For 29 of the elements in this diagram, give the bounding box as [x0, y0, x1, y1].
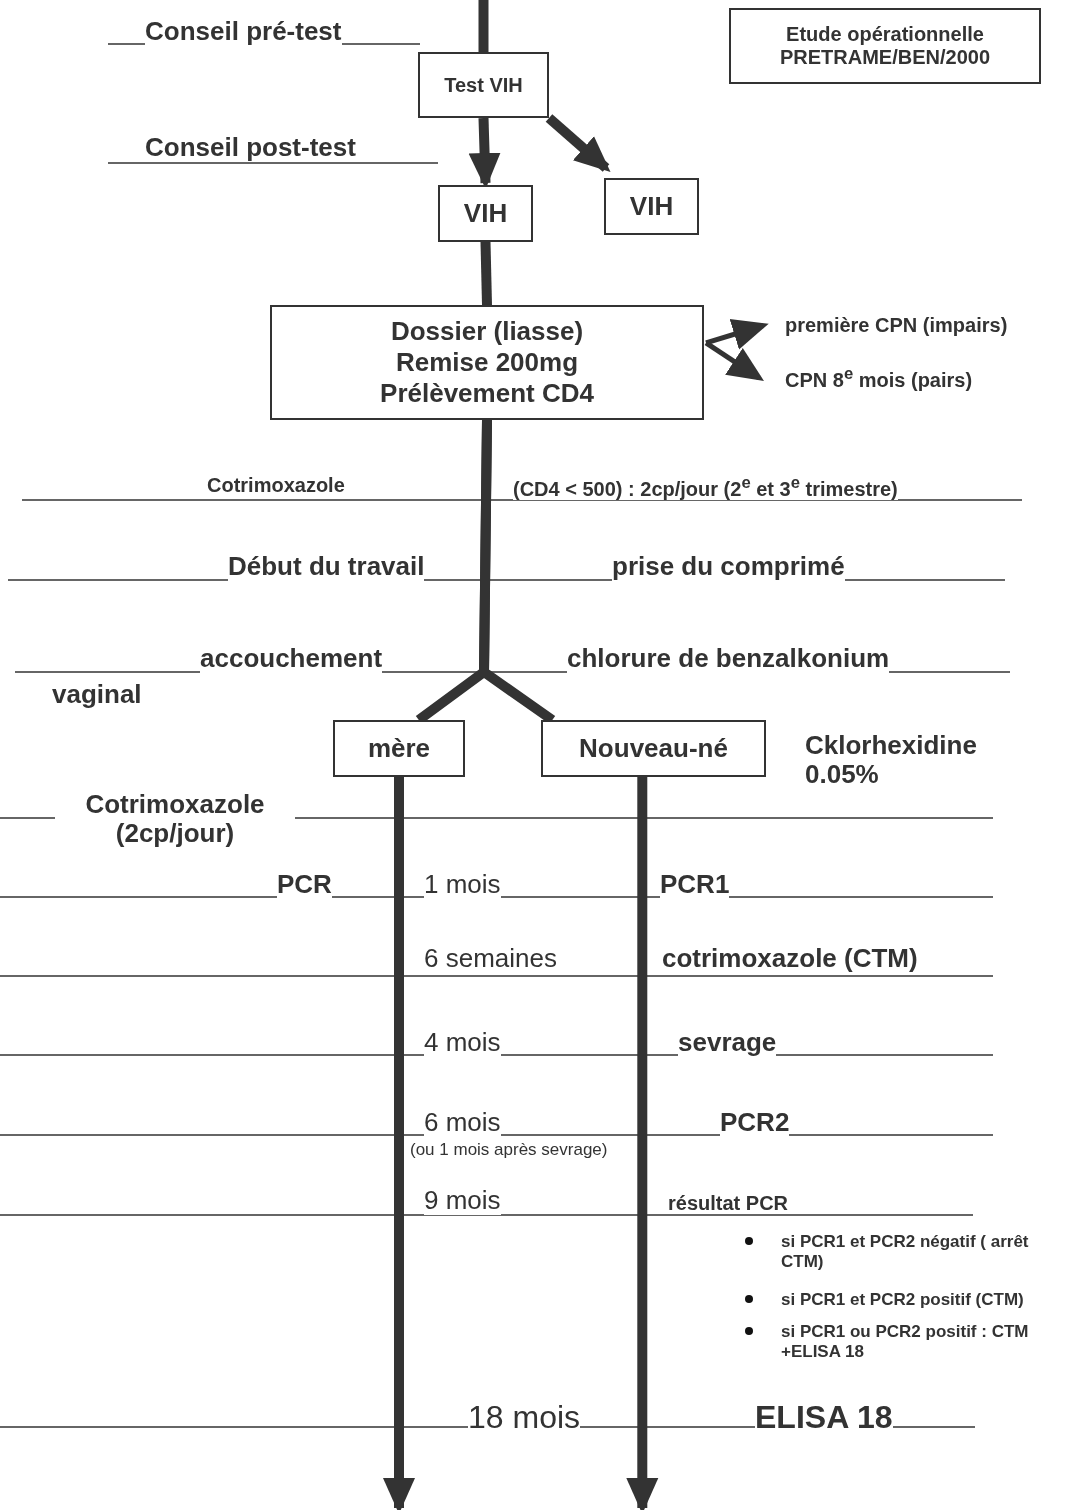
process-box — [333, 720, 465, 777]
arrow — [704, 340, 764, 382]
process-box — [270, 305, 704, 420]
box-label: Remise 200mg — [394, 347, 580, 378]
box-label: Nouveau-né — [578, 733, 729, 764]
process-box — [541, 720, 766, 777]
box-label: Etude opérationnelle PRETRAME/BEN/2000 — [778, 23, 992, 69]
process-box — [729, 8, 1041, 84]
box-label: VIH — [462, 198, 509, 229]
process-box — [604, 178, 699, 235]
box-label: Prélèvement CD4 — [379, 378, 595, 409]
box-label: Test VIH — [443, 73, 524, 97]
arrow — [626, 777, 659, 1510]
process-box — [418, 52, 549, 118]
bullet-text: si PCR1 ou PCR2 positif : CTM +ELISA 18 — [781, 1322, 1030, 1362]
process-box — [438, 185, 533, 242]
arrow — [545, 114, 611, 172]
annotation-text: CPN 8$^{e}$ mois (pairs) — [785, 364, 973, 392]
arrow — [383, 777, 415, 1510]
annotation-text: première CPN (impairs) — [785, 314, 1008, 337]
arrow — [705, 318, 769, 350]
box-label: Dossier (liasse) — [389, 316, 585, 347]
connector-line — [478, 0, 489, 52]
note-text: (ou 1 mois après sevrage) — [410, 1141, 608, 1160]
box-label: mère — [366, 733, 432, 764]
box-label: VIH — [628, 191, 675, 222]
bullet-text: si PCR1 et PCR2 positif (CTM) — [781, 1290, 1024, 1310]
bullet-text: si PCR1 et PCR2 négatif ( arrêt CTM) — [781, 1232, 1030, 1272]
connector-line — [480, 241, 492, 306]
